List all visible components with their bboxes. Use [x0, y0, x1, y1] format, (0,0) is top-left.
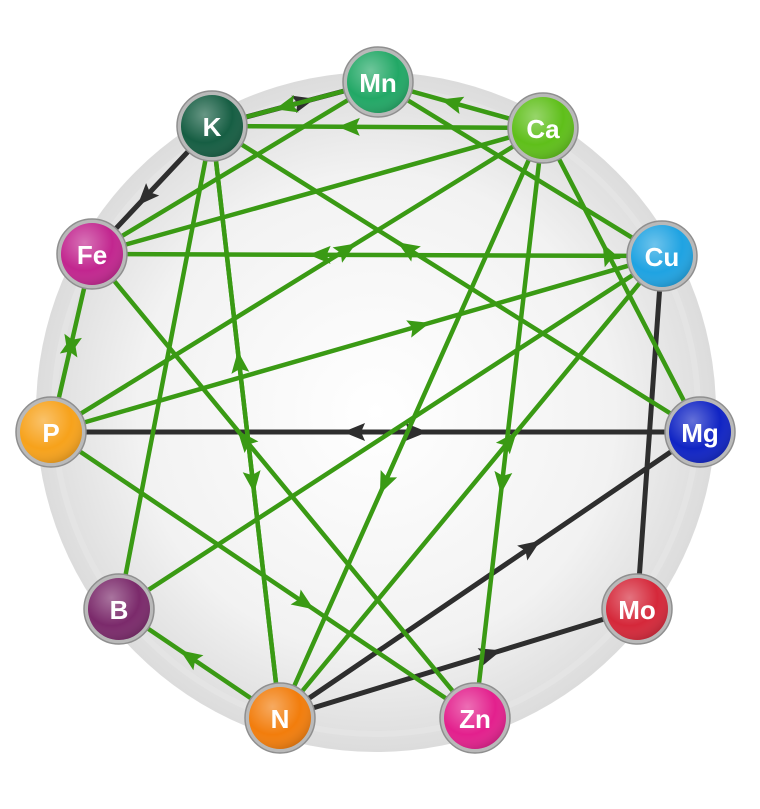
node-p: P: [15, 396, 87, 468]
node-shade: [20, 401, 82, 463]
node-label: B: [110, 595, 129, 625]
edge-arrowhead: [237, 430, 259, 454]
node-label: Zn: [459, 704, 491, 734]
edge-line: [277, 253, 665, 721]
edge-arrowhead: [343, 423, 366, 441]
edge-line: [89, 251, 665, 259]
edge-arrowhead: [495, 431, 517, 455]
node-shade: [512, 97, 574, 159]
edge-arrowhead: [290, 589, 314, 610]
edge-arrowhead: [337, 117, 360, 136]
edge-mn-fe: [89, 79, 381, 257]
node-shade: [61, 223, 123, 285]
edge-arrowhead: [397, 242, 421, 262]
edge-arrowhead: [332, 243, 357, 263]
edge-line: [116, 253, 665, 612]
node-mo: Mo: [601, 573, 673, 645]
node-shade: [181, 95, 243, 157]
node-label: Ca: [526, 114, 560, 144]
node-label: K: [203, 112, 222, 142]
node-mg: Mg: [664, 396, 736, 468]
node-fe: Fe: [56, 218, 128, 290]
edge-arrowhead: [379, 470, 398, 494]
edge-zn-fe: [89, 251, 478, 721]
node-shade: [88, 578, 150, 640]
edge-arrowhead: [231, 350, 250, 374]
edge-p-cu: [48, 253, 665, 435]
edges-layer: [48, 79, 703, 721]
edge-arrowhead: [137, 183, 160, 206]
edge-line: [209, 123, 283, 721]
node-ca: Ca: [507, 92, 579, 164]
edge-mn-cu: [375, 79, 665, 259]
node-shade: [631, 225, 693, 287]
node-zn: Zn: [439, 682, 511, 754]
node-label: P: [42, 418, 59, 448]
edge-p-zn: [48, 429, 478, 721]
edge-arrowhead: [517, 540, 541, 561]
node-k: K: [176, 90, 248, 162]
edge-arrowhead: [64, 333, 82, 358]
edge-line: [48, 253, 665, 435]
node-b: B: [83, 573, 155, 645]
edge-line: [277, 125, 546, 721]
edge-line: [209, 123, 546, 131]
node-shade: [444, 687, 506, 749]
edge-line: [48, 429, 478, 721]
edge-line: [209, 123, 703, 435]
edge-mg-k: [209, 123, 703, 435]
node-n: N: [244, 682, 316, 754]
edge-arrowhead: [406, 320, 430, 338]
edge-ca-zn: [472, 125, 546, 721]
edge-line: [89, 251, 478, 721]
edge-line: [89, 79, 381, 257]
node-mn: Mn: [342, 46, 414, 118]
node-cu: Cu: [626, 220, 698, 292]
edge-line: [375, 79, 665, 259]
node-label: Mg: [681, 418, 719, 448]
node-label: Mn: [359, 68, 397, 98]
edge-n-cu: [277, 253, 665, 721]
edge-arrowhead: [494, 470, 513, 494]
node-label: Cu: [645, 242, 680, 272]
node-shade: [249, 687, 311, 749]
edge-ca-k: [209, 117, 546, 136]
edge-arrowhead: [440, 96, 465, 115]
node-label: Mo: [618, 595, 656, 625]
background-disc: [36, 72, 716, 752]
node-shade: [669, 401, 731, 463]
node-label: N: [271, 704, 290, 734]
node-shade: [347, 51, 409, 113]
edge-b-cu: [116, 253, 665, 612]
edge-line: [472, 125, 546, 721]
node-label: Fe: [77, 240, 107, 270]
node-shade: [606, 578, 668, 640]
edge-line: [277, 606, 640, 721]
edge-line: [48, 125, 546, 435]
edge-k-b: [116, 123, 215, 612]
edge-p-ca: [48, 125, 546, 435]
edge-line: [116, 123, 215, 612]
edge-arrowhead: [275, 94, 299, 113]
edge-n-k: [209, 123, 283, 721]
edge-arrowhead: [180, 650, 204, 671]
edge-ca-n: [277, 125, 546, 721]
edge-arrowhead: [308, 245, 331, 264]
